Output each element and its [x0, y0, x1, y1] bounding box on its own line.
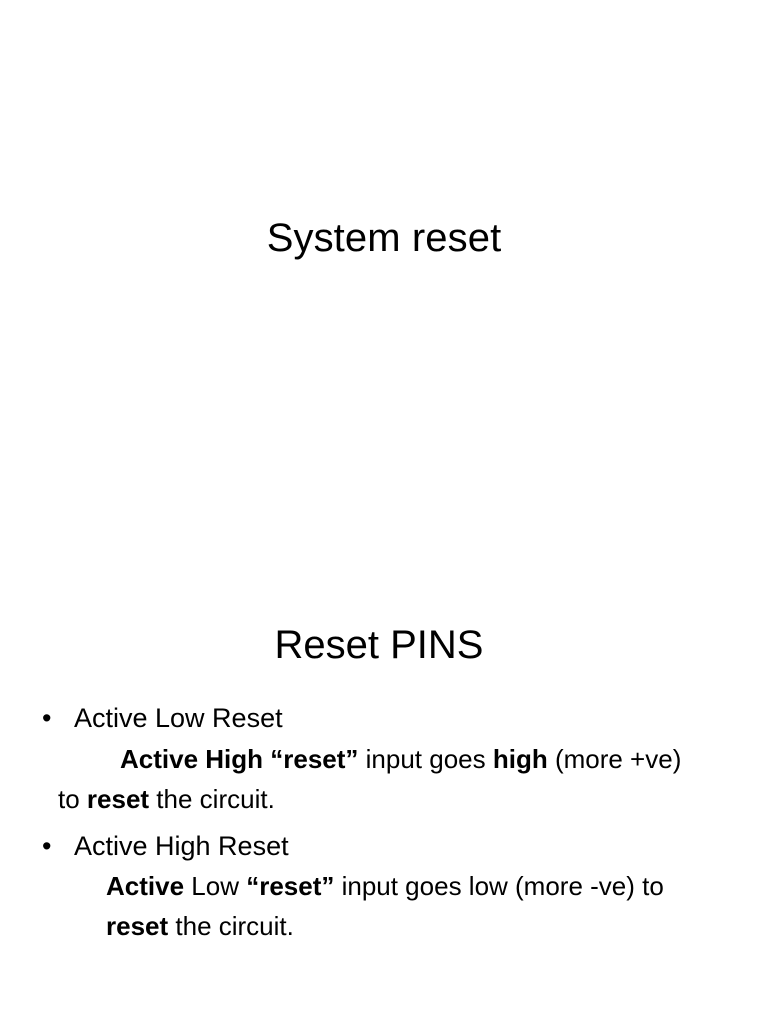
list-item-label: Active Low Reset	[74, 703, 283, 733]
text-run-regular: input goes low (more -ve) to	[334, 871, 664, 901]
page-title: System reset	[266, 216, 502, 260]
text-run-bold: Active	[106, 871, 185, 901]
reset-pins-bullet-list: • Active Low Reset Active High “reset” i…	[0, 699, 768, 946]
text-run-bold: “reset”	[246, 871, 335, 901]
text-run-regular: (more +ve) to	[58, 744, 682, 814]
section-title-block: System reset	[0, 213, 768, 263]
section-heading-reset-pins: Reset PINS	[274, 623, 484, 667]
list-item-active-high-reset: • Active High Reset	[0, 827, 768, 865]
text-run-bold: reset	[106, 911, 169, 941]
text-run-regular: the circuit.	[168, 911, 294, 941]
list-item-active-low-reset: • Active Low Reset	[0, 699, 768, 737]
text-run-regular: Low	[184, 871, 247, 901]
text-run-bold: “reset”	[270, 744, 359, 774]
list-item-label: Active High Reset	[74, 831, 289, 861]
bullet-dot-icon: •	[42, 703, 52, 733]
bullet-dot-icon: •	[42, 831, 52, 861]
paragraph-active-high-description: Active High “reset” input goes high (mor…	[0, 737, 768, 819]
reset-pins-section: Reset PINS • Active Low Reset Active Hig…	[0, 619, 768, 946]
text-run-bold: Active High	[120, 744, 271, 774]
text-run-bold: reset	[86, 784, 150, 814]
text-run-regular: the circuit.	[149, 784, 275, 814]
paragraph-active-low-description: Active Low “reset” input goes low (more …	[0, 865, 768, 946]
text-run-regular: input goes	[358, 744, 493, 774]
text-run-bold: high	[492, 744, 548, 774]
